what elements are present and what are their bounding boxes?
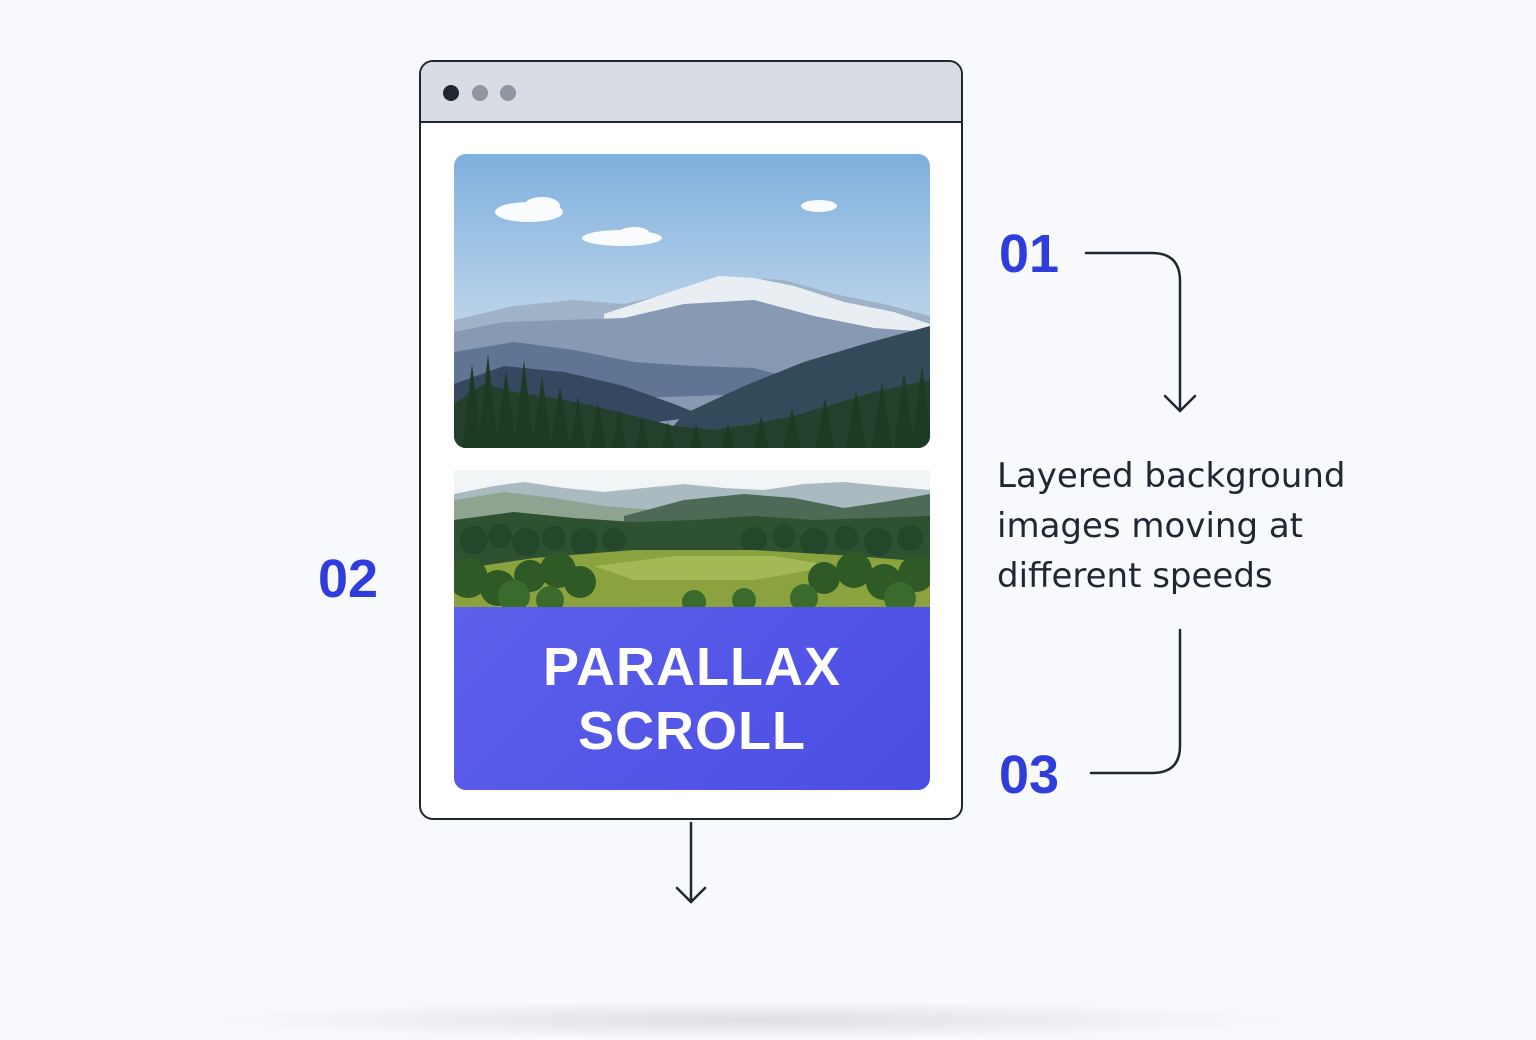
layer-description: Layered background images moving at diff…: [997, 451, 1417, 601]
close-dot-icon: [443, 85, 459, 101]
connector-caption-to-03: [1089, 628, 1182, 775]
banner-title-line1: PARALLAX: [543, 636, 841, 697]
minimize-dot-icon: [472, 85, 488, 101]
arrow-01-head: [1163, 394, 1197, 413]
caption-line: Layered background: [997, 456, 1346, 496]
scroll-down-arrow-head: [675, 886, 707, 904]
parallax-banner: PARALLAX SCROLL: [454, 607, 930, 790]
browser-window: PARALLAX SCROLL: [419, 60, 963, 820]
banner-title-line2: SCROLL: [578, 700, 806, 761]
maximize-dot-icon: [500, 85, 516, 101]
arrow-01-to-caption: [1084, 251, 1182, 412]
step-number-02: 02: [318, 549, 379, 609]
meadow-landscape-image: [454, 470, 930, 607]
parallax-section: PARALLAX SCROLL: [454, 470, 930, 790]
step-number-01: 01: [999, 224, 1060, 284]
caption-line: images moving at: [997, 506, 1304, 546]
caption-line: different speeds: [997, 556, 1273, 596]
mountain-background-layer: [454, 154, 930, 448]
mountain-landscape-image: [454, 154, 930, 448]
browser-titlebar: [421, 62, 961, 123]
step-number-03: 03: [999, 745, 1060, 805]
